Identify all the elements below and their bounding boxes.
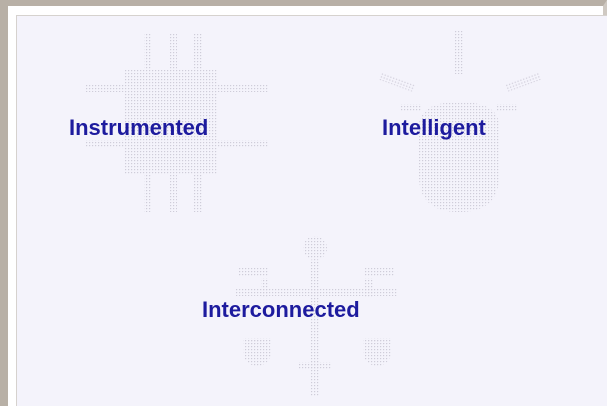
- chip-icon: [85, 34, 269, 212]
- watermark-layer: [85, 30, 542, 396]
- network-icon: [235, 236, 397, 396]
- slide-panel: Instrumented Intelligent Interconnected: [16, 15, 607, 406]
- label-instrumented: Instrumented: [69, 115, 209, 140]
- label-intelligent: Intelligent: [382, 115, 486, 140]
- label-interconnected: Interconnected: [202, 297, 360, 322]
- lightbulb-icon: [378, 30, 542, 212]
